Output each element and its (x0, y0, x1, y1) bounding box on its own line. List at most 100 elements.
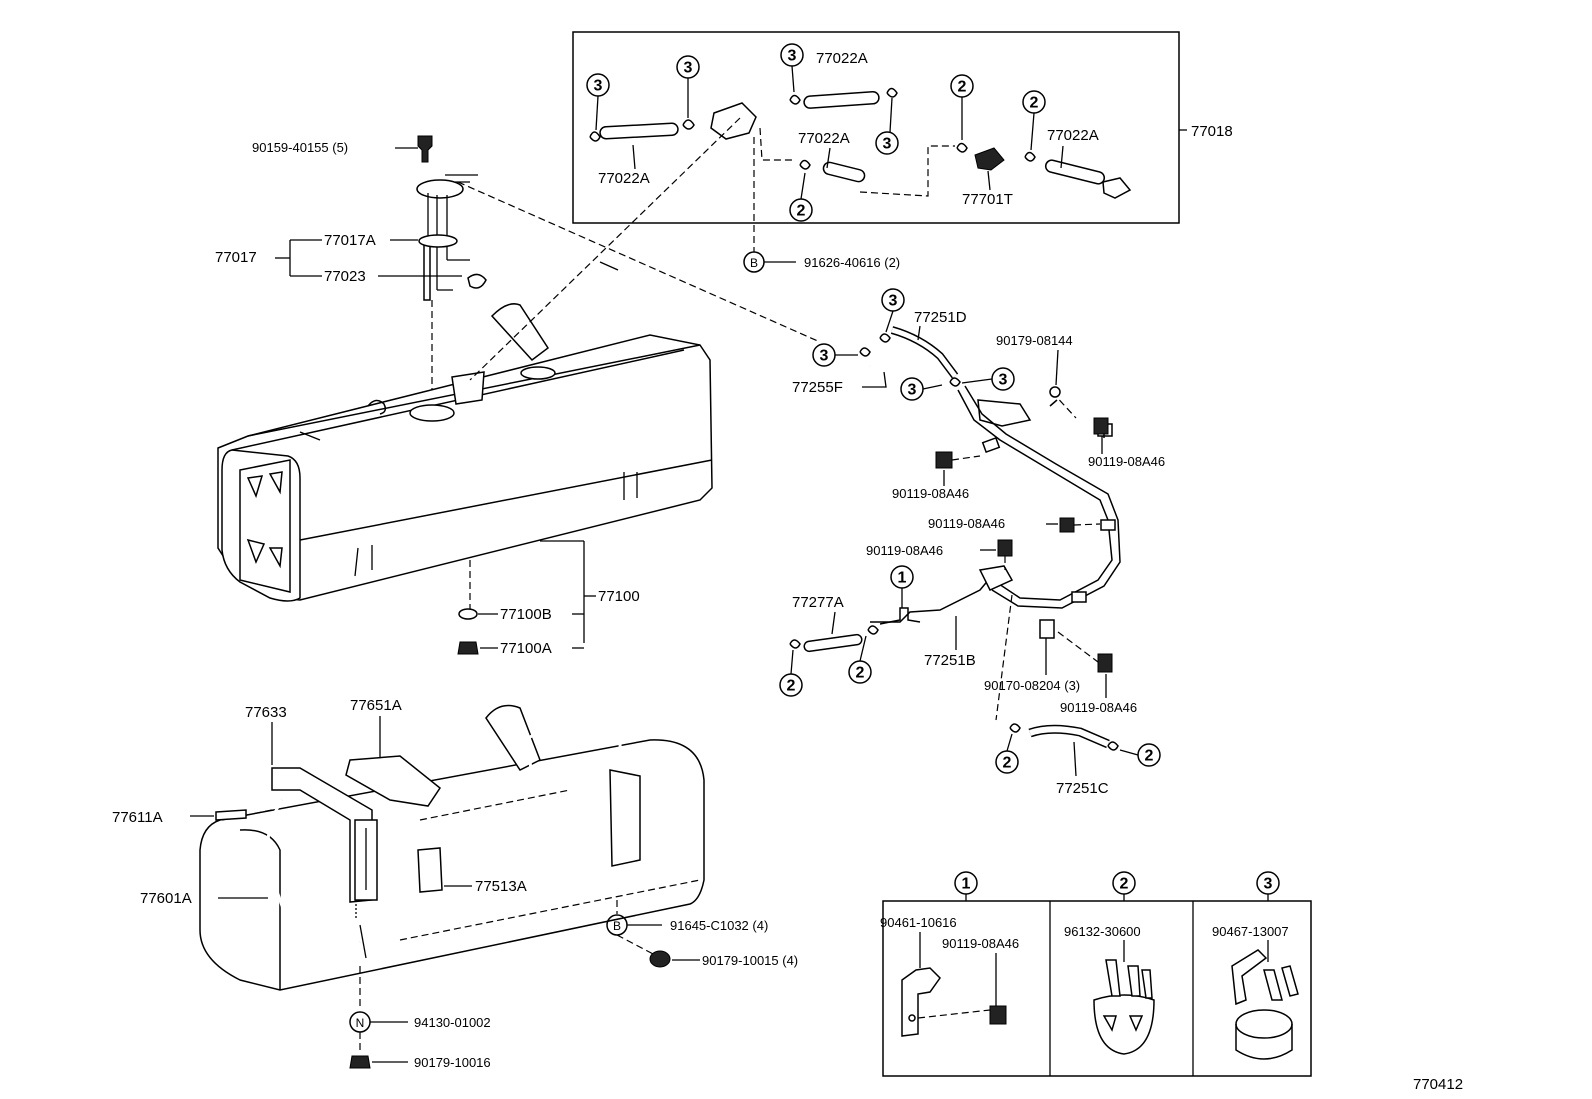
fuel-sender-group: 90159-40155 (5) 77017 77017A 77023 (215, 135, 487, 400)
svg-text:3: 3 (883, 136, 892, 153)
svg-text:3: 3 (1264, 876, 1273, 893)
pin-77611A (215, 809, 247, 821)
label-90179-10015: 90179-10015 (4) (702, 953, 798, 968)
label-90119-08A46-e: 90119-08A46 (1060, 700, 1137, 715)
end-fitting (1102, 177, 1132, 199)
label-77255F: 77255F (792, 379, 843, 396)
marker-clamp-2-a: 2 (950, 74, 974, 98)
svg-text:3: 3 (908, 382, 917, 399)
legend-label-90119-08A46: 90119-08A46 (942, 936, 1019, 951)
bolt-90119-d (997, 539, 1013, 557)
pipe-loop (977, 399, 1032, 427)
bolt-90119-e (1097, 653, 1113, 673)
legend-marker-3: 3 (1256, 871, 1280, 895)
marker-clamp-2-g: 2 (1137, 743, 1161, 767)
legend-label-96132-30600: 96132-30600 (1064, 924, 1141, 939)
bolt-90119-a (1093, 417, 1109, 435)
hose-77022A-top (803, 91, 880, 109)
label-77277A: 77277A (792, 594, 844, 611)
label-77513A: 77513A (475, 878, 527, 895)
label-77022A-right: 77022A (1047, 127, 1099, 144)
hose-77022A-right (1044, 159, 1106, 185)
fuel-line-group: 77251D 77255F 3 3 3 3 90179-08144 90119-… (779, 288, 1165, 797)
label-77022A-top: 77022A (816, 50, 868, 67)
marker-clamp-3-e: 3 (881, 288, 905, 312)
hose-77022A-left (599, 122, 679, 140)
label-77023: 77023 (324, 268, 366, 285)
sender-port (409, 404, 455, 422)
marker-type-1: 1 (890, 565, 914, 589)
label-90179-08144: 90179-08144 (996, 333, 1073, 348)
label-77611A: 77611A (112, 809, 163, 826)
label-77651A: 77651A (350, 697, 402, 714)
marker-clamp-3-b: 3 (676, 55, 700, 79)
svg-text:3: 3 (820, 348, 829, 365)
nut-90179-10015 (649, 950, 671, 968)
label-77018: 77018 (1191, 123, 1233, 140)
label-77017: 77017 (215, 249, 257, 266)
legend-marker-1: 1 (954, 871, 978, 895)
svg-text:3: 3 (889, 293, 898, 310)
svg-text:3: 3 (594, 78, 603, 95)
label-90119-08A46-a: 90119-08A46 (1088, 454, 1165, 469)
label-90119-08A46-d: 90119-08A46 (866, 543, 943, 558)
vent-hose-assembly-box: 77018 77022A 77022A 77022A 77022A 77701T (572, 31, 1233, 224)
marker-clamp-3-g: 3 (900, 377, 924, 401)
label-90159-40155: 90159-40155 (5) (252, 140, 348, 155)
plug-77100A (457, 641, 479, 655)
vent-valve (710, 102, 757, 140)
bolt-90119-c (1059, 517, 1075, 533)
marker-clamp-3-a: 3 (586, 73, 610, 97)
hose-77277A (803, 633, 863, 653)
label-77017A: 77017A (324, 232, 376, 249)
marker-clamp-3-h: 3 (991, 367, 1015, 391)
marker-clamp-2-c: 2 (789, 198, 813, 222)
svg-text:1: 1 (898, 570, 907, 587)
check-valve-77701T (974, 147, 1005, 171)
svg-text:2: 2 (797, 203, 806, 220)
svg-text:2: 2 (958, 79, 967, 96)
bolt-90119-b (935, 451, 953, 469)
label-77701T: 77701T (962, 191, 1013, 208)
fuel-tank-77100: 77100 77100B 77100A (217, 261, 713, 657)
svg-text:3: 3 (999, 372, 1008, 389)
svg-text:2: 2 (787, 678, 796, 695)
label-91626-40616: 91626-40616 (2) (804, 255, 900, 270)
label-90119-08A46-c: 90119-08A46 (928, 516, 1005, 531)
clamp-type-3 (1235, 1009, 1293, 1039)
clip-90170-08204 (1039, 619, 1055, 639)
pad-77651A (345, 755, 442, 807)
clamp-type-2 (1093, 994, 1155, 1055)
svg-text:2: 2 (856, 665, 865, 682)
label-77251D: 77251D (914, 309, 967, 326)
label-77100B: 77100B (500, 606, 552, 623)
float-77023 (467, 273, 487, 289)
svg-text:1: 1 (962, 876, 971, 893)
marker-clamp-2-f: 2 (995, 750, 1019, 774)
tank-mounting-group: 77633 77651A 77611A 77601A 77513A B 9164… (112, 697, 798, 1070)
legend-marker-2: 2 (1112, 871, 1136, 895)
label-77633: 77633 (245, 704, 287, 721)
svg-text:2: 2 (1003, 755, 1012, 772)
svg-text:B: B (750, 256, 758, 270)
bracket-77633 (271, 767, 373, 903)
marker-clamp-3-f: 3 (812, 343, 836, 367)
valve-bracket (451, 371, 485, 405)
svg-text:N: N (356, 1016, 365, 1030)
marker-clamp-3-d: 3 (875, 131, 899, 155)
nut-90179-10016 (349, 1055, 371, 1069)
sender-gasket-77017A (418, 234, 458, 248)
label-77100: 77100 (598, 588, 640, 605)
clamp-type-legend: 1 2 3 90461-10616 90119-08A46 96132-3060… (880, 871, 1312, 1077)
svg-text:2: 2 (1030, 95, 1039, 112)
svg-text:2: 2 (1120, 876, 1129, 893)
label-77251B: 77251B (924, 652, 976, 669)
svg-text:B: B (613, 919, 621, 933)
label-77022A-middle: 77022A (798, 130, 850, 147)
marker-clamp-2-e: 2 (848, 660, 872, 684)
sender-screw (417, 135, 433, 163)
grommet-77100B (458, 608, 478, 620)
plate-77513A (417, 847, 443, 893)
label-94130-01002: 94130-01002 (414, 1015, 491, 1030)
